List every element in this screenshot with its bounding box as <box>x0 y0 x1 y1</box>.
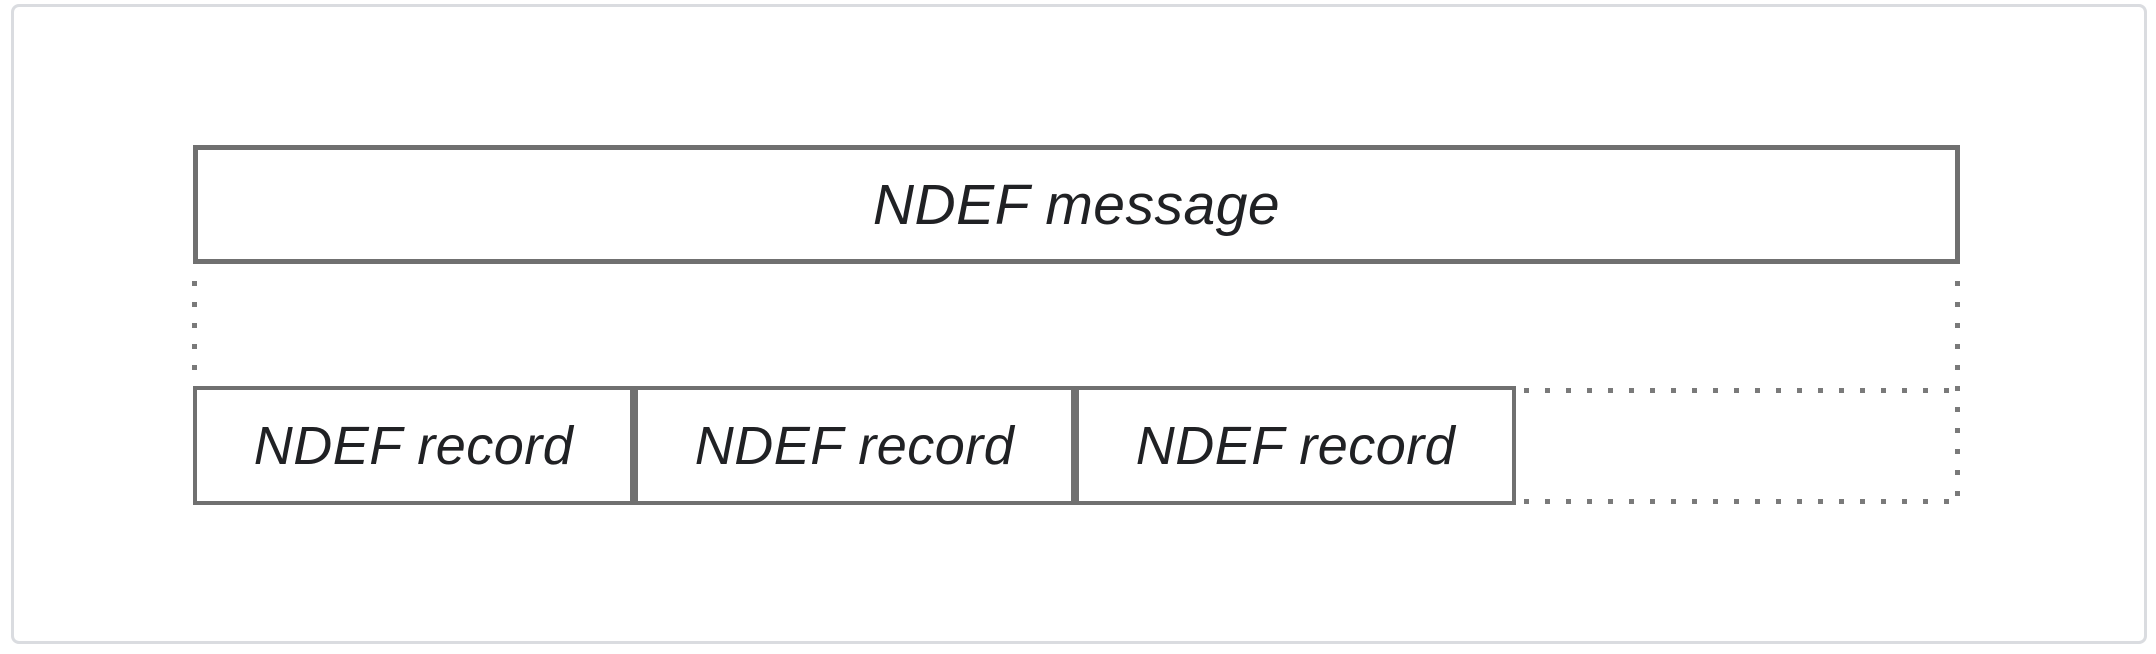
dotted-placeholder-bottom-edge <box>1524 499 1958 504</box>
ndef-message-label: NDEF message <box>872 172 1281 237</box>
ndef-record-box-1: NDEF record <box>193 386 634 505</box>
dotted-placeholder-top-edge <box>1524 388 1958 393</box>
ndef-records-row: NDEF record NDEF record NDEF record <box>193 386 1516 505</box>
ndef-record-label-2: NDEF record <box>694 415 1015 476</box>
ndef-record-box-2: NDEF record <box>634 386 1075 505</box>
dotted-connector-left <box>192 281 197 375</box>
ndef-record-label-1: NDEF record <box>253 415 574 476</box>
ndef-record-box-3: NDEF record <box>1075 386 1516 505</box>
ndef-record-label-3: NDEF record <box>1135 415 1456 476</box>
diagram-card-frame <box>11 4 2147 644</box>
ndef-message-box: NDEF message <box>193 145 1960 264</box>
